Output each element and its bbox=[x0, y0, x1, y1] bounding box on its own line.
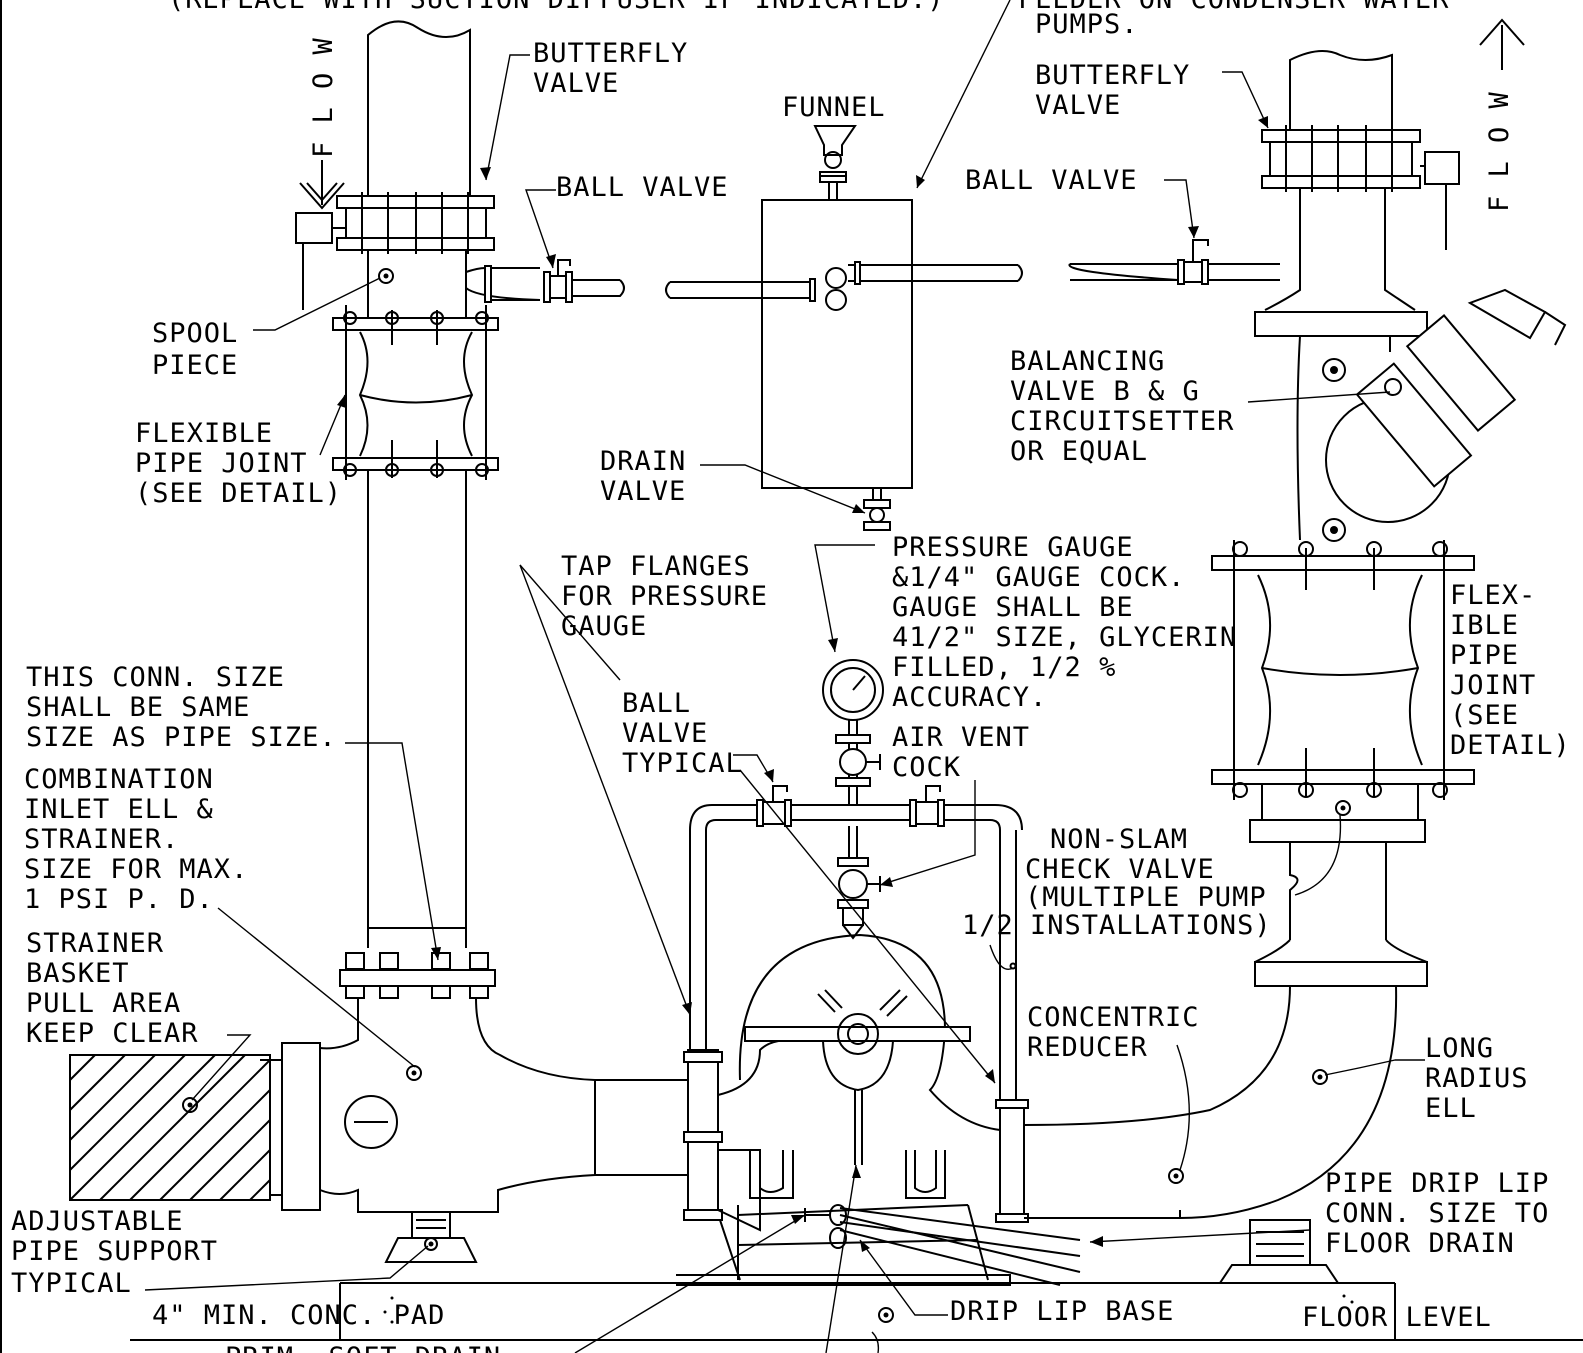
pump-casing bbox=[595, 830, 1029, 1286]
label-butterfly-valve-left-2: VALVE bbox=[533, 68, 619, 99]
label-combination-1: COMBINATION bbox=[24, 764, 214, 795]
label-pipe-drip-2: CONN. SIZE TO bbox=[1325, 1198, 1549, 1229]
combination-inlet-ell-strainer bbox=[260, 997, 596, 1263]
label-pressure-gauge-6: ACCURACY. bbox=[892, 682, 1047, 713]
label-pressure-gauge-1: PRESSURE GAUGE bbox=[892, 532, 1134, 563]
label-drip-lip-base: DRIP LIP BASE bbox=[950, 1296, 1174, 1327]
label-flexible-joint-right-6: DETAIL) bbox=[1450, 730, 1571, 761]
label-adjustable-support-2: PIPE SUPPORT bbox=[11, 1236, 218, 1267]
left-ball-valve-branch bbox=[465, 259, 625, 303]
label-flexible-joint-right-5: (SEE bbox=[1450, 700, 1519, 731]
label-balancing-valve-4: OR EQUAL bbox=[1010, 436, 1148, 467]
label-drain-valve-1: DRAIN bbox=[600, 446, 686, 477]
label-conc-pad: 4" MIN. CONC. PAD bbox=[152, 1300, 445, 1331]
label-strainer-basket-1: STRAINER bbox=[26, 928, 164, 959]
label-pipe-drip-1: PIPE DRIP LIP bbox=[1325, 1168, 1549, 1199]
leader-lines bbox=[144, 0, 1425, 1353]
label-floor-level: FLOOR LEVEL bbox=[1302, 1302, 1492, 1333]
discharge-riser-pipe bbox=[1023, 50, 1567, 1284]
label-non-slam-2: CHECK VALVE bbox=[1025, 854, 1215, 885]
label-flow-right: F L O W bbox=[1484, 91, 1515, 212]
label-conn-size-1: THIS CONN. SIZE bbox=[26, 662, 285, 693]
label-long-radius-1: LONG bbox=[1425, 1033, 1494, 1064]
label-tap-flanges-1: TAP FLANGES bbox=[561, 551, 751, 582]
label-tap-flanges-2: FOR PRESSURE bbox=[561, 581, 768, 612]
label-tap-flanges-3: GAUGE bbox=[561, 611, 647, 642]
label-spool-piece-2: PIECE bbox=[152, 350, 238, 381]
label-air-vent-cock-2: COCK bbox=[892, 752, 961, 783]
pipe-drip-lines bbox=[804, 1204, 1081, 1286]
label-drain-valve-2: VALVE bbox=[600, 476, 686, 507]
label-balancing-valve-3: CIRCUITSETTER bbox=[1010, 406, 1234, 437]
label-feeder-condenser-1: FEEDER ON CONDENSER WATER bbox=[1018, 0, 1449, 15]
label-strainer-basket-2: BASKET bbox=[26, 958, 130, 989]
label-pipe-drip-3: FLOOR DRAIN bbox=[1325, 1228, 1515, 1259]
label-non-slam-1: NON-SLAM bbox=[1050, 824, 1188, 855]
label-pressure-gauge-2: &1/4" GAUGE COCK. bbox=[892, 562, 1185, 593]
label-ball-valve-left: BALL VALVE bbox=[556, 172, 729, 203]
label-adjustable-support-1: ADJUSTABLE bbox=[11, 1206, 184, 1237]
label-ball-valve-typical-3: TYPICAL bbox=[622, 748, 743, 779]
suction-riser-pipe bbox=[295, 20, 499, 999]
label-butterfly-valve-left-1: BUTTERFLY bbox=[533, 38, 688, 69]
label-air-vent-cock-1: AIR VENT bbox=[892, 722, 1030, 753]
label-non-slam-3: (MULTIPLE PUMP bbox=[1025, 882, 1267, 913]
strainer-pull-area-hatch bbox=[69, 1054, 271, 1201]
label-concentric-reducer-1: CONCENTRIC bbox=[1027, 1002, 1200, 1033]
gauge-manifold bbox=[689, 659, 1023, 940]
label-flexible-joint-right-3: PIPE bbox=[1450, 640, 1519, 671]
label-pressure-gauge-5: FILLED, 1/2 % bbox=[892, 652, 1116, 683]
label-combination-5: 1 PSI P. D. bbox=[24, 884, 214, 915]
label-combination-4: SIZE FOR MAX. bbox=[24, 854, 248, 885]
label-pressure-gauge-4: 41/2" SIZE, GLYCERIN bbox=[892, 622, 1237, 653]
label-flexible-joint-left-3: (SEE DETAIL) bbox=[135, 478, 342, 509]
label-flexible-joint-left-2: PIPE JOINT bbox=[135, 448, 308, 479]
label-flexible-joint-right-4: JOINT bbox=[1450, 670, 1536, 701]
label-long-radius-2: RADIUS bbox=[1425, 1063, 1529, 1094]
label-flexible-joint-right-1: FLEX- bbox=[1450, 580, 1536, 611]
expansion-tank-funnel bbox=[665, 125, 1023, 531]
label-funnel: FUNNEL bbox=[782, 92, 886, 123]
label-half-inch: 1/2 bbox=[962, 910, 1014, 941]
label-combination-3: STRAINER. bbox=[24, 824, 179, 855]
label-flow-left: F L O W bbox=[308, 37, 339, 158]
label-butterfly-valve-right-2: VALVE bbox=[1035, 90, 1121, 121]
label-ball-valve-typical-1: BALL bbox=[622, 688, 691, 719]
label-bottom-cut-text: PRIM. SOFT DRAIN bbox=[225, 1342, 501, 1353]
label-non-slam-4: INSTALLATIONS) bbox=[1030, 910, 1272, 941]
flow-arrow-left bbox=[299, 160, 345, 210]
right-ball-valve-branch bbox=[1068, 239, 1280, 285]
label-balancing-valve-2: VALVE B & G bbox=[1010, 376, 1200, 407]
label-pressure-gauge-3: GAUGE SHALL BE bbox=[892, 592, 1134, 623]
callout-labels: (REPLACE WITH SUCTION DIFFUSER IF INDICA… bbox=[11, 0, 1571, 1353]
label-butterfly-valve-right-1: BUTTERFLY bbox=[1035, 60, 1190, 91]
label-flexible-joint-left-1: FLEXIBLE bbox=[135, 418, 273, 449]
label-flexible-joint-right-2: IBLE bbox=[1450, 610, 1519, 641]
label-adjustable-support-3: TYPICAL bbox=[11, 1268, 132, 1299]
label-conn-size-2: SHALL BE SAME bbox=[26, 692, 250, 723]
label-conn-size-3: SIZE AS PIPE SIZE. bbox=[26, 722, 337, 753]
label-feeder-condenser-2: PUMPS. bbox=[1035, 9, 1139, 40]
label-replace-suction-diffuser: (REPLACE WITH SUCTION DIFFUSER IF INDICA… bbox=[168, 0, 945, 15]
label-combination-2: INLET ELL & bbox=[24, 794, 214, 825]
label-concentric-reducer-2: REDUCER bbox=[1027, 1032, 1148, 1063]
label-balancing-valve-1: BALANCING bbox=[1010, 346, 1165, 377]
label-ball-valve-right: BALL VALVE bbox=[965, 165, 1138, 196]
label-strainer-basket-4: KEEP CLEAR bbox=[26, 1018, 199, 1049]
label-spool-piece-1: SPOOL bbox=[152, 318, 238, 349]
label-ball-valve-typical-2: VALVE bbox=[622, 718, 708, 749]
flow-arrow-right bbox=[1479, 18, 1525, 70]
label-strainer-basket-3: PULL AREA bbox=[26, 988, 181, 1019]
leader-arrowheads bbox=[337, 116, 1268, 1252]
concrete-pad bbox=[130, 1282, 1583, 1341]
label-long-radius-3: ELL bbox=[1425, 1093, 1477, 1124]
